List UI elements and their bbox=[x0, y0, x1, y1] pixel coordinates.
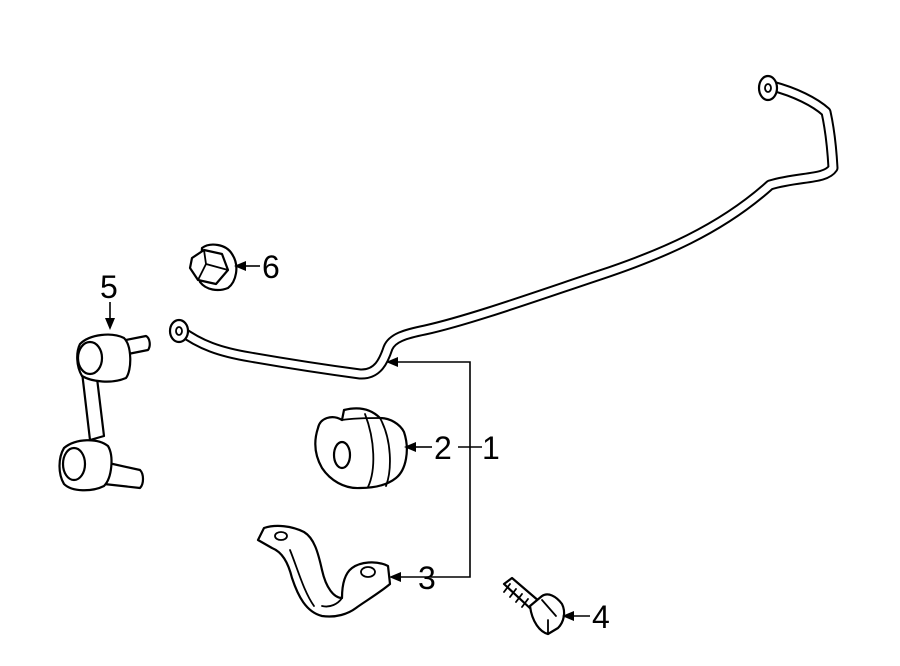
callout-6: 6 bbox=[262, 249, 280, 285]
bracket[interactable] bbox=[256, 524, 392, 618]
leader-lines bbox=[105, 261, 590, 621]
nut[interactable] bbox=[188, 243, 238, 292]
bar-right-eye bbox=[757, 74, 779, 102]
bar-left-eye bbox=[168, 318, 190, 344]
callout-4: 4 bbox=[592, 599, 610, 635]
bolt[interactable] bbox=[502, 576, 566, 636]
stabilizer-bar-outline bbox=[174, 80, 839, 380]
callout-1: 1 bbox=[482, 430, 500, 466]
callout-2: 2 bbox=[434, 430, 452, 466]
callout-5: 5 bbox=[100, 269, 118, 305]
callout-3: 3 bbox=[418, 560, 436, 596]
stabilizer-link[interactable] bbox=[58, 333, 151, 492]
stabilizer-bar[interactable] bbox=[168, 74, 839, 380]
bushing[interactable] bbox=[314, 407, 408, 490]
